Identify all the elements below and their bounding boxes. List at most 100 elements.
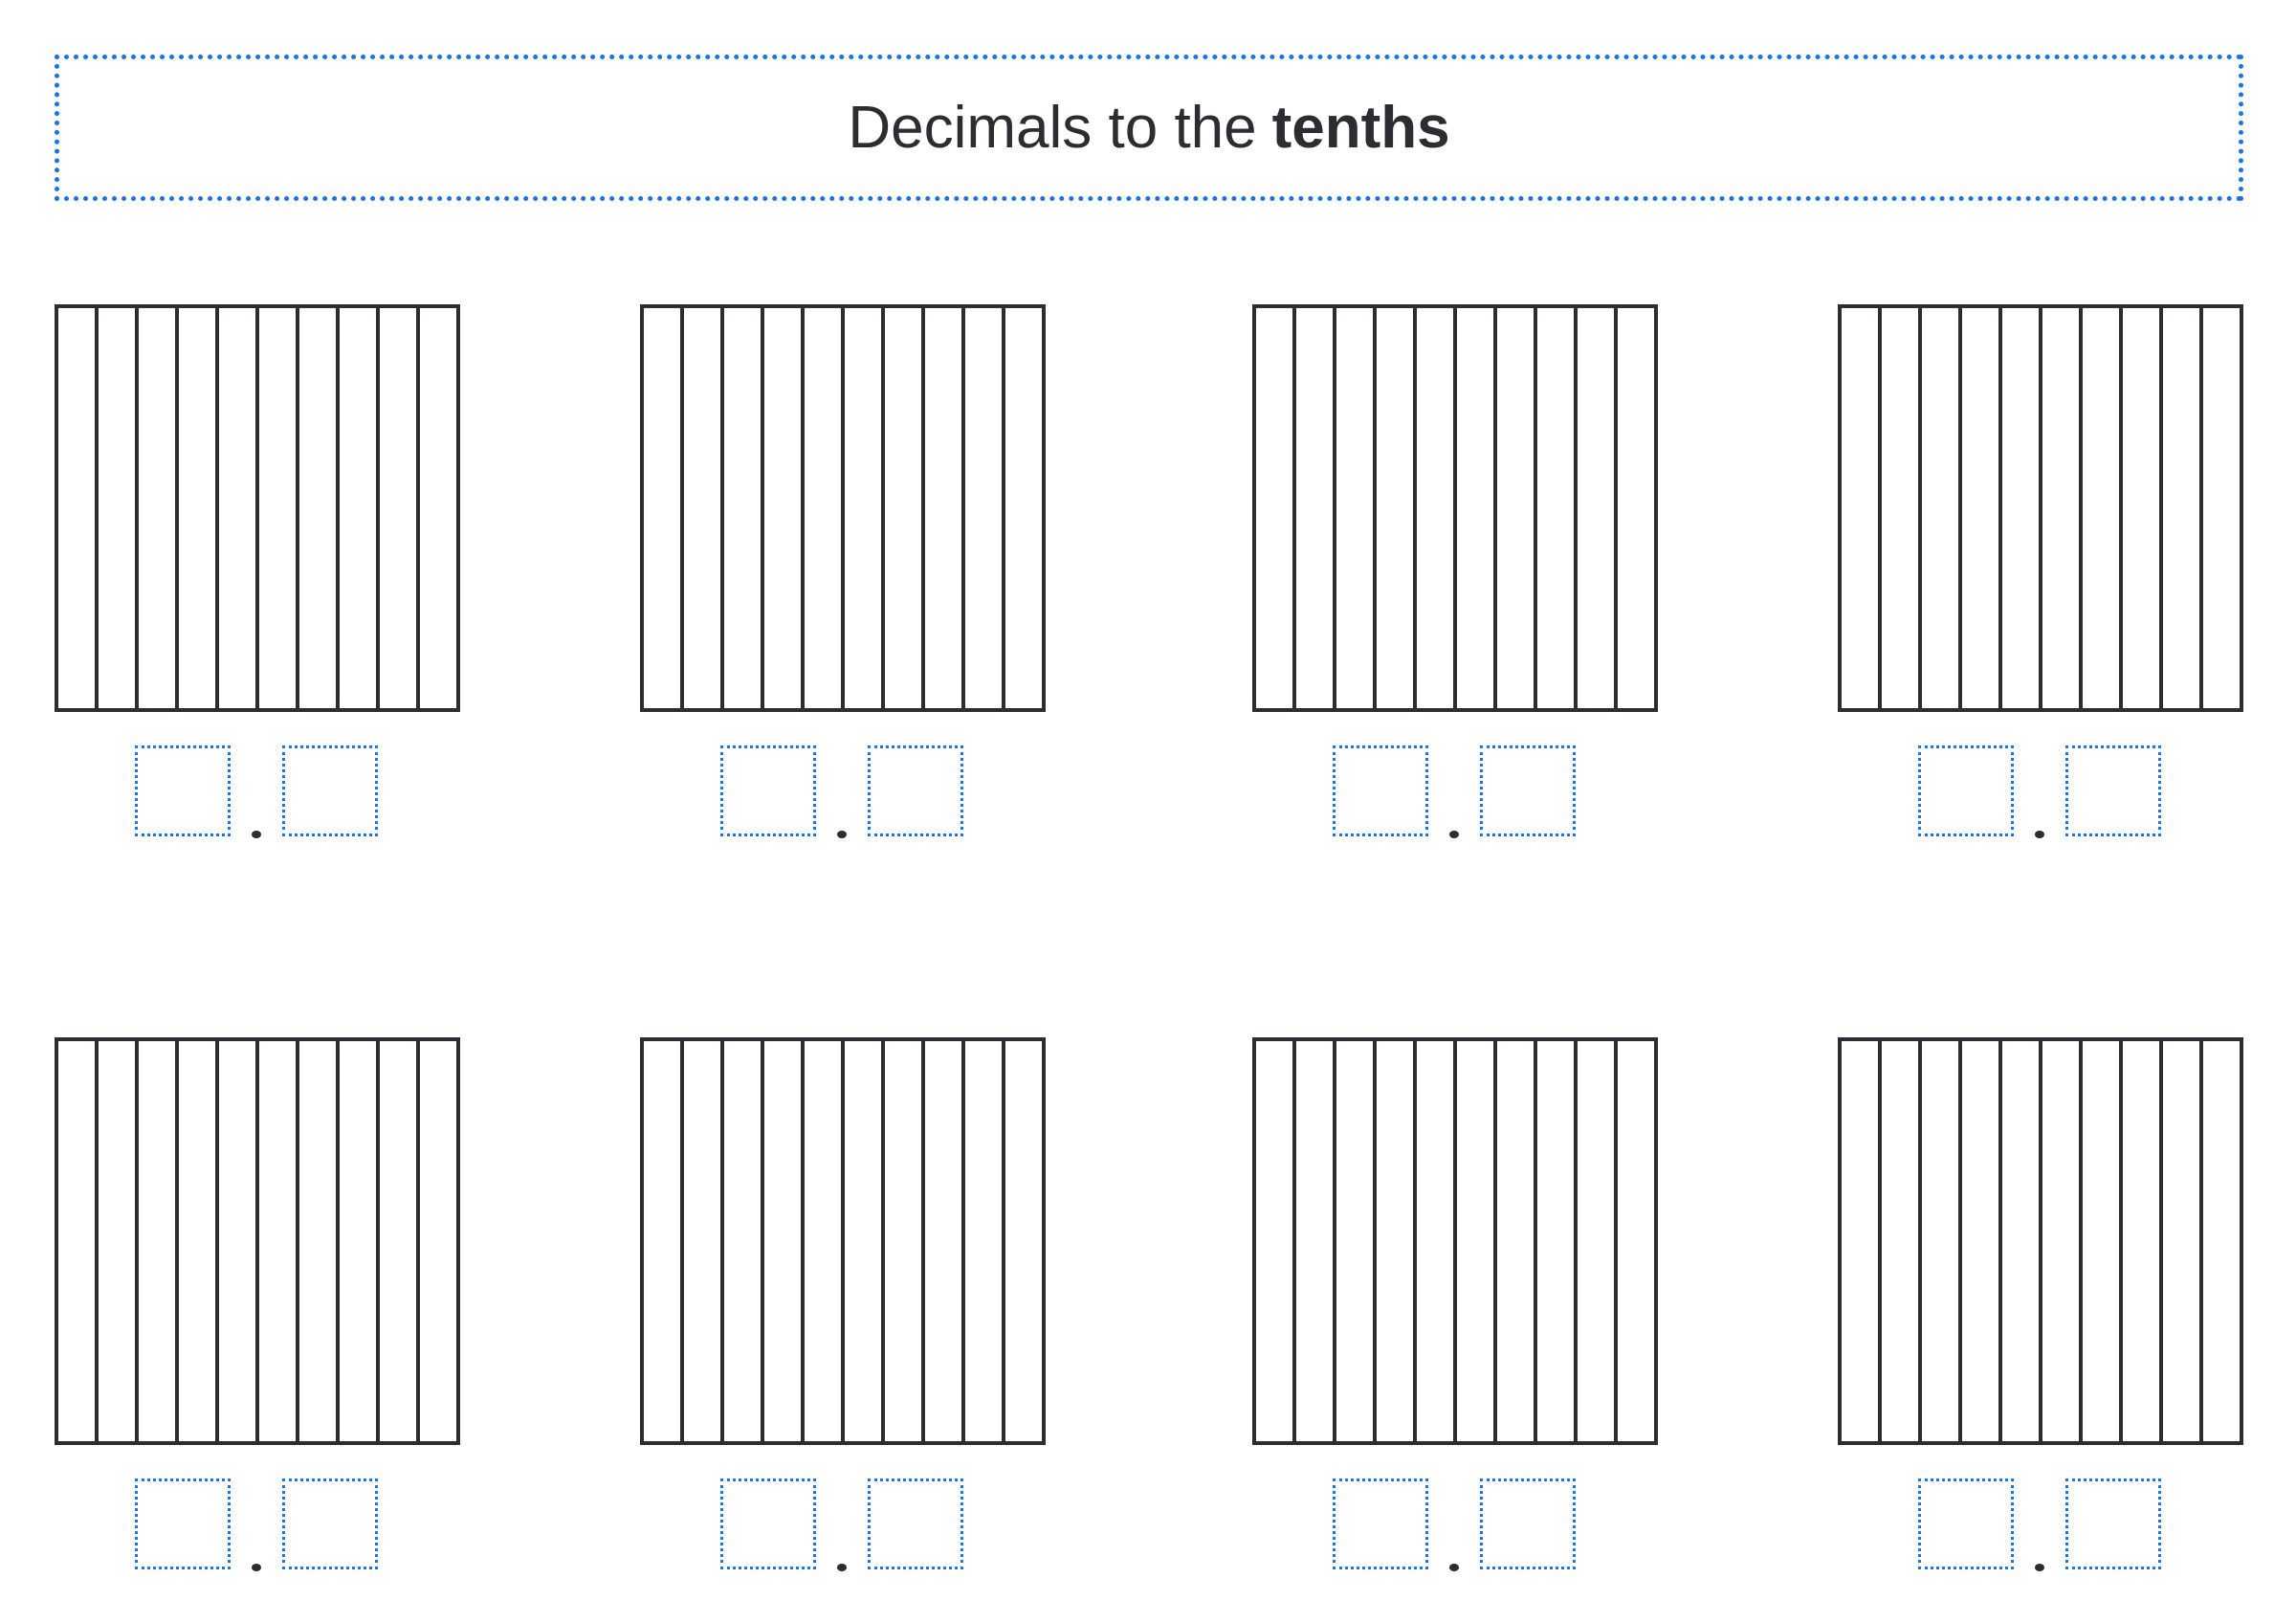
tenth-strip[interactable] bbox=[1578, 308, 1618, 708]
tenth-strip[interactable] bbox=[99, 308, 139, 708]
tenths-grid bbox=[55, 1037, 460, 1445]
tenth-strip[interactable] bbox=[1537, 308, 1578, 708]
tenth-strip[interactable] bbox=[2042, 1041, 2083, 1441]
tenth-strip[interactable] bbox=[1417, 308, 1457, 708]
tenth-strip[interactable] bbox=[2083, 308, 2123, 708]
ones-answer-box[interactable] bbox=[720, 745, 816, 836]
tenth-strip[interactable] bbox=[845, 1041, 885, 1441]
tenth-strip[interactable] bbox=[99, 1041, 139, 1441]
tenth-strip[interactable] bbox=[299, 308, 340, 708]
tenth-strip[interactable] bbox=[340, 308, 380, 708]
tenth-strip[interactable] bbox=[1537, 1041, 1578, 1441]
tenths-answer-box[interactable] bbox=[282, 1478, 378, 1569]
tenths-answer-box[interactable] bbox=[1480, 745, 1576, 836]
ones-answer-box[interactable] bbox=[135, 745, 231, 836]
tenth-strip[interactable] bbox=[1882, 308, 1922, 708]
tenth-strip[interactable] bbox=[1457, 1041, 1497, 1441]
tenths-answer-box[interactable] bbox=[2065, 1478, 2161, 1569]
ones-answer-box[interactable] bbox=[1918, 1478, 2014, 1569]
ones-answer-box[interactable] bbox=[1333, 745, 1428, 836]
ones-answer-box[interactable] bbox=[1918, 745, 2014, 836]
tenth-strip[interactable] bbox=[2002, 1041, 2042, 1441]
tenth-strip[interactable] bbox=[965, 308, 1005, 708]
tenth-strip[interactable] bbox=[1377, 1041, 1417, 1441]
tenths-answer-box[interactable] bbox=[868, 745, 963, 836]
tenth-strip[interactable] bbox=[1336, 1041, 1377, 1441]
tenth-strip[interactable] bbox=[259, 1041, 299, 1441]
tenth-strip[interactable] bbox=[2123, 1041, 2163, 1441]
tenth-strip[interactable] bbox=[1842, 1041, 1882, 1441]
tenth-strip[interactable] bbox=[179, 1041, 219, 1441]
tenth-strip[interactable] bbox=[2123, 308, 2163, 708]
tenth-strip[interactable] bbox=[845, 308, 885, 708]
tenth-strip[interactable] bbox=[179, 308, 219, 708]
tenth-strip[interactable] bbox=[58, 1041, 99, 1441]
tenth-strip[interactable] bbox=[219, 308, 259, 708]
tenth-strip[interactable] bbox=[1962, 308, 2002, 708]
tenth-strip[interactable] bbox=[2203, 1041, 2240, 1441]
tenth-strip[interactable] bbox=[1618, 1041, 1654, 1441]
decimal-point bbox=[252, 1564, 261, 1571]
tenth-strip[interactable] bbox=[2203, 308, 2240, 708]
tenth-strip[interactable] bbox=[925, 308, 965, 708]
tenth-strip[interactable] bbox=[139, 308, 179, 708]
tenths-answer-box[interactable] bbox=[1480, 1478, 1576, 1569]
tenth-strip[interactable] bbox=[764, 1041, 805, 1441]
tenth-strip[interactable] bbox=[1618, 308, 1654, 708]
tenths-answer-box[interactable] bbox=[2065, 745, 2161, 836]
tenth-strip[interactable] bbox=[805, 308, 845, 708]
tenth-strip[interactable] bbox=[724, 1041, 764, 1441]
tenth-strip[interactable] bbox=[1296, 308, 1336, 708]
tenth-strip[interactable] bbox=[1336, 308, 1377, 708]
tenth-strip[interactable] bbox=[299, 1041, 340, 1441]
tenth-strip[interactable] bbox=[2042, 308, 2083, 708]
tenth-strip[interactable] bbox=[1256, 1041, 1296, 1441]
tenth-strip[interactable] bbox=[259, 308, 299, 708]
tenth-strip[interactable] bbox=[58, 308, 99, 708]
ones-answer-box[interactable] bbox=[720, 1478, 816, 1569]
tenth-strip[interactable] bbox=[380, 308, 420, 708]
tenth-strip[interactable] bbox=[1882, 1041, 1922, 1441]
tenth-strip[interactable] bbox=[805, 1041, 845, 1441]
tenth-strip[interactable] bbox=[340, 1041, 380, 1441]
ones-answer-box[interactable] bbox=[1333, 1478, 1428, 1569]
tenth-strip[interactable] bbox=[724, 308, 764, 708]
tenth-strip[interactable] bbox=[1256, 308, 1296, 708]
tenth-strip[interactable] bbox=[925, 1041, 965, 1441]
tenths-answer-box[interactable] bbox=[282, 745, 378, 836]
tenth-strip[interactable] bbox=[1377, 308, 1417, 708]
tenth-strip[interactable] bbox=[420, 1041, 456, 1441]
tenth-strip[interactable] bbox=[1962, 1041, 2002, 1441]
tenth-strip[interactable] bbox=[219, 1041, 259, 1441]
tenths-grid bbox=[1838, 304, 2243, 712]
tenth-strip[interactable] bbox=[2002, 308, 2042, 708]
tenth-strip[interactable] bbox=[764, 308, 805, 708]
tenth-strip[interactable] bbox=[2163, 308, 2203, 708]
decimal-point bbox=[2035, 1564, 2044, 1571]
tenth-strip[interactable] bbox=[380, 1041, 420, 1441]
tenth-strip[interactable] bbox=[1296, 1041, 1336, 1441]
tenth-strip[interactable] bbox=[2083, 1041, 2123, 1441]
tenth-strip[interactable] bbox=[1922, 308, 1962, 708]
tenth-strip[interactable] bbox=[1497, 308, 1537, 708]
tenth-strip[interactable] bbox=[1922, 1041, 1962, 1441]
tenth-strip[interactable] bbox=[1842, 308, 1882, 708]
tenth-strip[interactable] bbox=[1457, 308, 1497, 708]
tenth-strip[interactable] bbox=[1497, 1041, 1537, 1441]
tenth-strip[interactable] bbox=[684, 308, 724, 708]
tenths-answer-box[interactable] bbox=[868, 1478, 963, 1569]
tenth-strip[interactable] bbox=[2163, 1041, 2203, 1441]
tenth-strip[interactable] bbox=[644, 308, 684, 708]
tenth-strip[interactable] bbox=[684, 1041, 724, 1441]
tenth-strip[interactable] bbox=[139, 1041, 179, 1441]
tenth-strip[interactable] bbox=[1005, 1041, 1042, 1441]
tenth-strip[interactable] bbox=[965, 1041, 1005, 1441]
tenth-strip[interactable] bbox=[1005, 308, 1042, 708]
tenth-strip[interactable] bbox=[1578, 1041, 1618, 1441]
tenth-strip[interactable] bbox=[885, 308, 925, 708]
tenth-strip[interactable] bbox=[420, 308, 456, 708]
tenth-strip[interactable] bbox=[644, 1041, 684, 1441]
ones-answer-box[interactable] bbox=[135, 1478, 231, 1569]
tenth-strip[interactable] bbox=[1417, 1041, 1457, 1441]
tenth-strip[interactable] bbox=[885, 1041, 925, 1441]
